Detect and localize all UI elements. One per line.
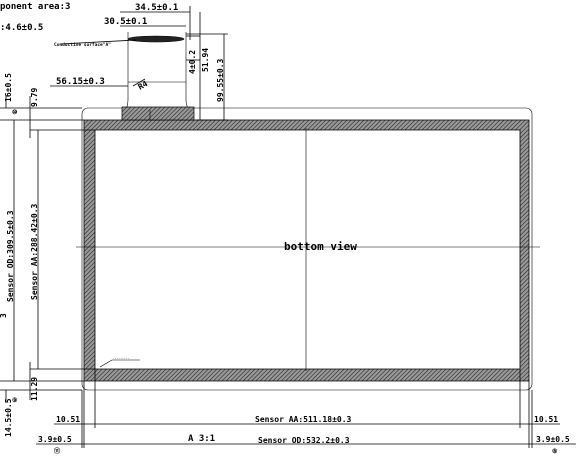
- tail-len-mid: 51.94: [201, 48, 210, 72]
- left-bottom-offset: 14.5±0.5: [4, 398, 13, 437]
- bottom-right-border: 10.51: [534, 415, 558, 424]
- tail-len-total: 99.55±0.3: [216, 58, 225, 102]
- marker-10: ⑩: [12, 109, 18, 116]
- marker-8: ⑧: [552, 448, 558, 455]
- tail-offset: 56.15±0.3: [56, 77, 105, 87]
- marker-11: ⑪: [54, 447, 60, 455]
- sensor-od-width: Sensor OD:532.2±0.3: [258, 436, 350, 445]
- component-area-label: ponent area:3: [0, 2, 70, 12]
- bottom-left-offset: 3.9±0.5: [38, 435, 72, 444]
- svg-text:.........: .........: [113, 356, 129, 360]
- bottom-right-offset: 3.9±0.5: [536, 435, 570, 444]
- bottom-left-border: 10.51: [56, 415, 80, 424]
- fpc-tail: [121, 32, 195, 121]
- tail-len-small: 4±0.2: [188, 50, 197, 74]
- left-bottom-border: 11.29: [30, 377, 39, 401]
- sensor-aa-width: Sensor AA:511.18±0.3: [255, 415, 352, 424]
- left-edge-number: 3: [0, 313, 8, 318]
- glass-outline: [81, 107, 533, 391]
- scale-label: A 3:1: [188, 434, 215, 444]
- conductive-surface-label: Conductive surface"A": [54, 42, 111, 48]
- thickness-label: :4.6±0.5: [0, 23, 43, 33]
- marker-9: ⑨: [12, 397, 18, 404]
- sensor-od-height: Sensor OD:309.5±0.3: [6, 210, 15, 302]
- left-top-border: 9.79: [30, 88, 39, 107]
- left-top-offset: 16±0.5: [4, 73, 13, 102]
- tail-width-outer: 34.5±0.1: [135, 3, 178, 13]
- sensor-aa-height: Sensor AA:288.42±0.3: [30, 203, 39, 300]
- view-label: bottom view: [284, 240, 357, 253]
- tail-radius: R4: [137, 79, 150, 92]
- tail-width-inner: 30.5±0.1: [104, 17, 147, 27]
